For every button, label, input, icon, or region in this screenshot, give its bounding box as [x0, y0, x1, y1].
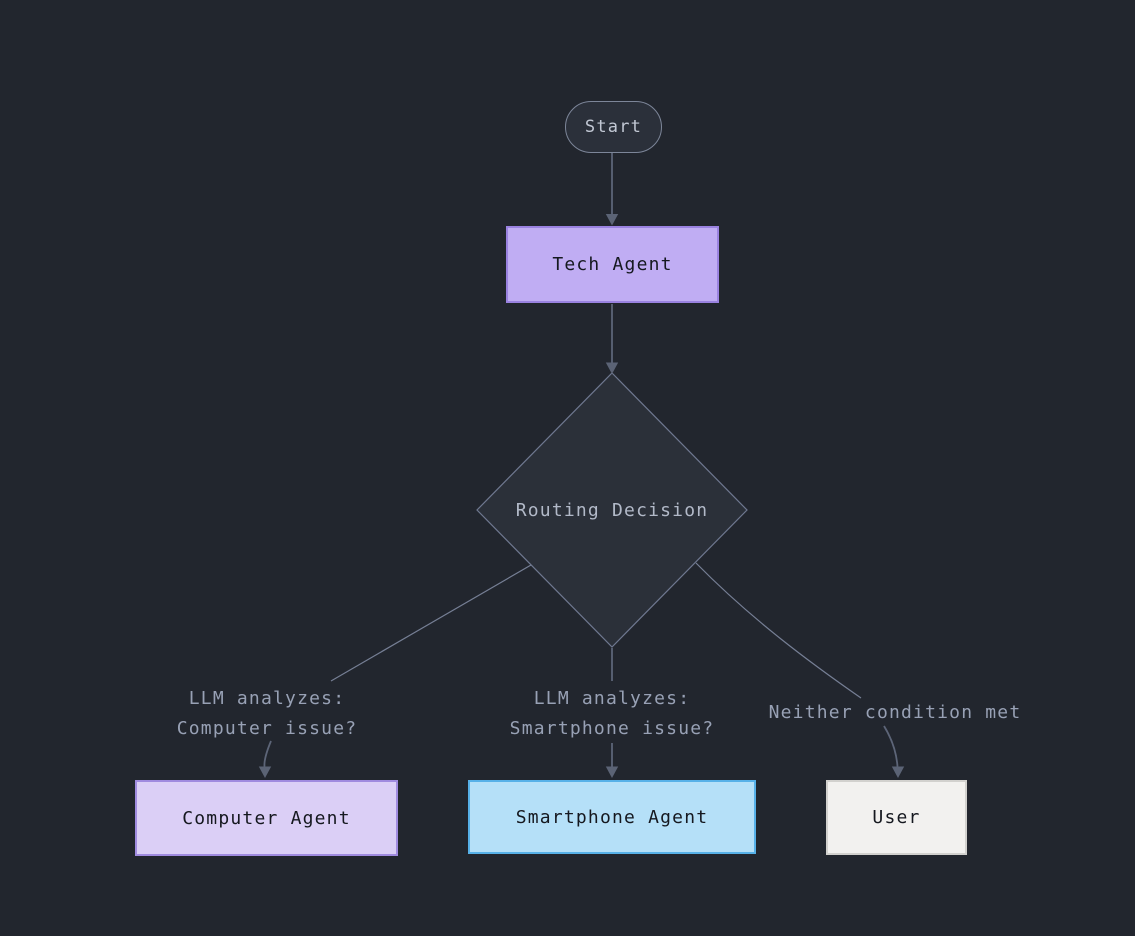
node-tech-agent: Tech Agent: [506, 226, 719, 303]
node-smartphone-agent: Smartphone Agent: [468, 780, 756, 854]
arrowhead-smartphone: [605, 766, 619, 778]
edge-routing-to-computer-upper: [330, 564, 532, 682]
arrowhead-routing: [605, 362, 619, 374]
edge-routing-to-user-lower: [883, 725, 899, 767]
edge-label-computer-line1: LLM analyzes:: [188, 688, 346, 709]
node-computer-agent: Computer Agent: [135, 780, 398, 856]
arrowhead-user: [891, 766, 905, 778]
edge-label-neither-line1: Neither condition met: [768, 702, 1022, 723]
edge-label-neither: Neither condition met: [735, 698, 1055, 728]
edge-label-computer: LLM analyzes: Computer issue?: [117, 684, 417, 744]
edge-routing-to-user-upper: [695, 562, 862, 699]
edge-label-smartphone: LLM analyzes: Smartphone issue?: [462, 684, 762, 744]
node-start: Start: [565, 101, 662, 153]
edge-routing-to-computer-lower: [263, 740, 272, 767]
edge-label-computer-line2: Computer issue?: [176, 718, 358, 739]
arrowhead-computer: [258, 766, 272, 778]
routing-decision-diamond: [476, 372, 748, 648]
edge-label-smartphone-line1: LLM analyzes:: [533, 688, 691, 709]
node-routing-decision-label: Routing Decision: [515, 499, 709, 521]
node-user: User: [826, 780, 967, 855]
arrowhead-tech: [605, 214, 619, 226]
edge-label-smartphone-line2: Smartphone issue?: [509, 718, 715, 739]
